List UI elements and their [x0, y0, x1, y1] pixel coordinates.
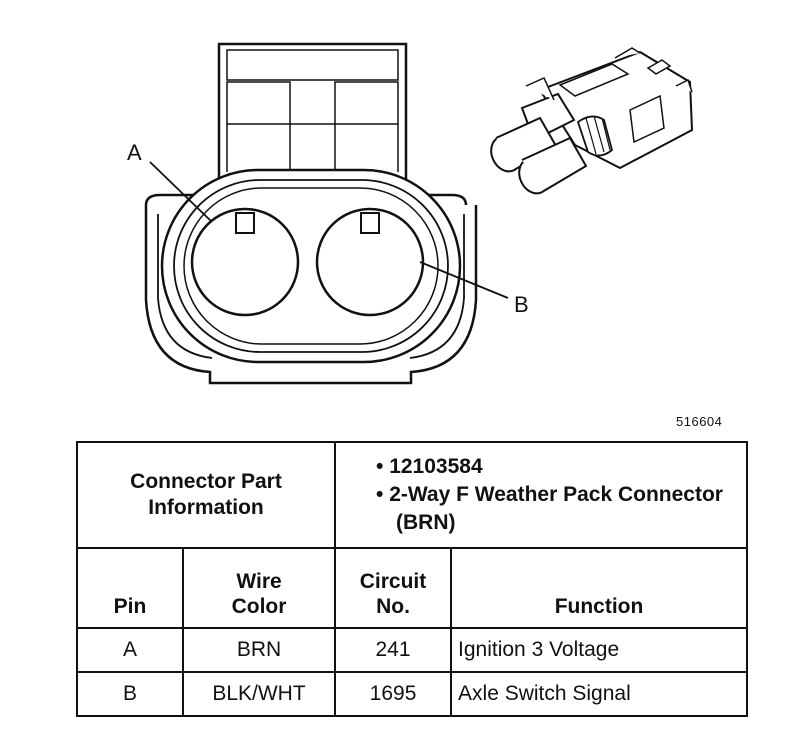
- table-row: A BRN 241 Ignition 3 Voltage: [76, 627, 749, 673]
- part-info-details: • 12103584 • 2-Way F Weather Pack Connec…: [334, 441, 749, 549]
- connector-diagram: A B: [127, 42, 694, 385]
- figure-id: 516604: [676, 414, 723, 429]
- connector-table: Connector Part Information • 12103584 • …: [75, 441, 749, 717]
- pin-label-a: A: [127, 140, 142, 165]
- table-row: B BLK/WHT 1695 Axle Switch Signal: [76, 671, 749, 717]
- connector-isometric-view: [490, 47, 694, 195]
- cell-circuit: 1695: [334, 671, 453, 717]
- cell-function: Ignition 3 Voltage: [450, 627, 749, 673]
- description-item: • 2-Way F Weather Pack Connector (BRN): [376, 483, 723, 534]
- cell-function: Axle Switch Signal: [450, 671, 749, 717]
- col-header-function: Function: [450, 547, 749, 629]
- connector-face-view: [144, 42, 478, 385]
- leader-line-b: [419, 261, 509, 299]
- col-header-pin: Pin: [76, 547, 184, 629]
- cell-wire-color: BRN: [181, 627, 337, 673]
- cell-wire-color: BLK/WHT: [181, 671, 337, 717]
- cell-pin: B: [76, 671, 184, 717]
- connector-description: 2-Way F Weather Pack Connector (BRN): [389, 483, 723, 534]
- leader-line-a: [149, 161, 213, 223]
- cell-pin: A: [76, 627, 184, 673]
- part-number-item: • 12103584: [376, 455, 483, 478]
- part-info-row: Connector Part Information • 12103584 • …: [75, 441, 749, 549]
- part-info-heading: Connector Part Information: [75, 441, 337, 549]
- cell-circuit: 241: [334, 627, 453, 673]
- pin-label-b: B: [514, 292, 529, 317]
- part-number: 12103584: [389, 455, 483, 478]
